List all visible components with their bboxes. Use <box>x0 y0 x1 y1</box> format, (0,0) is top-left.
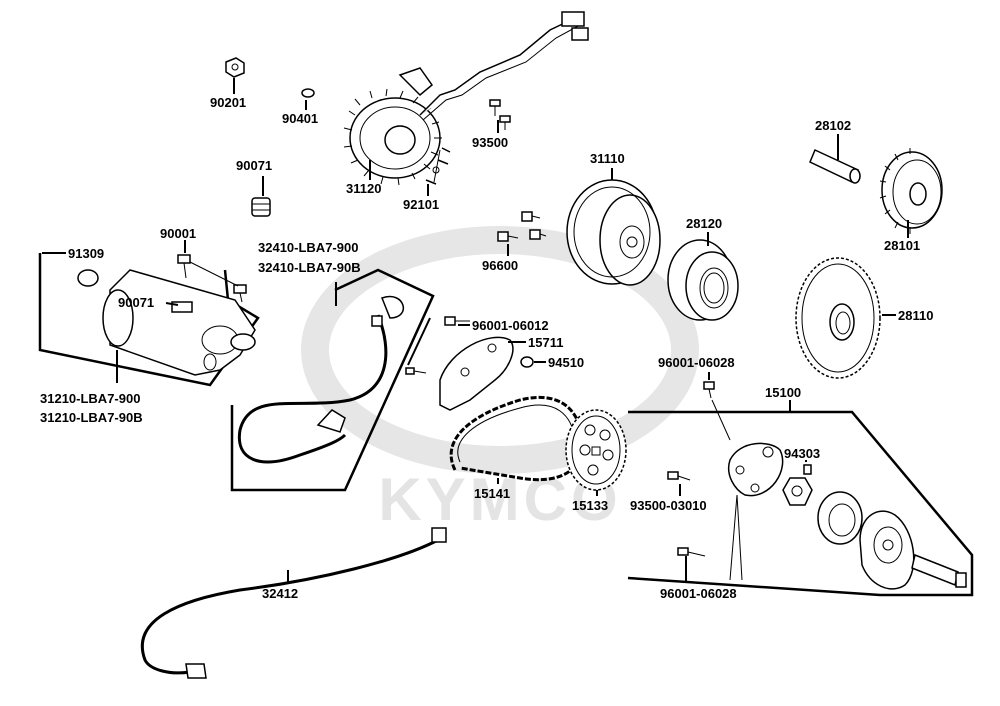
pump-body-part <box>859 510 915 590</box>
driven-gear-28110-part <box>795 257 881 379</box>
label-32412: 32412 <box>262 586 298 601</box>
label-15100: 15100 <box>765 385 801 400</box>
label-96001-06028-top: 96001-06028 <box>658 355 735 370</box>
label-32410-90b: 32410-LBA7-90B <box>258 260 361 275</box>
bolt-96001-06028-upper-part <box>703 381 715 399</box>
cable-group-outline <box>230 268 435 492</box>
label-93500-03010: 93500-03010 <box>630 498 707 513</box>
bolt-96001-06028-lower-part <box>677 547 706 557</box>
label-28102: 28102 <box>815 118 851 133</box>
oring-91309-part <box>77 269 99 287</box>
label-28110: 28110 <box>898 308 933 323</box>
screw-96600-part <box>497 211 547 242</box>
label-28101: 28101 <box>884 238 920 253</box>
bolt-96001-06012-part <box>405 316 470 375</box>
label-15711: 15711 <box>528 335 563 350</box>
outer-rotor-part <box>817 491 863 545</box>
bolt-93500-03010-part <box>667 471 691 481</box>
flywheel-31110-part <box>566 179 661 286</box>
inner-rotor-part <box>782 477 813 506</box>
label-90401: 90401 <box>282 111 318 126</box>
clip-94510-part <box>520 356 534 368</box>
label-96001-06012: 96001-06012 <box>472 318 549 333</box>
label-90001: 90001 <box>160 226 196 241</box>
label-90201: 90201 <box>210 95 246 110</box>
clamp-92101-part <box>425 147 451 185</box>
nut-90201-part <box>225 57 245 78</box>
chain-15141-part <box>449 395 584 482</box>
chain-guide-15711-part <box>439 336 514 411</box>
label-91309: 91309 <box>68 246 104 261</box>
oil-pump-group-outline <box>627 410 974 597</box>
cable-32412-part <box>140 527 447 679</box>
label-31210-90b: 31210-LBA7-90B <box>40 410 143 425</box>
label-92101: 92101 <box>403 197 439 212</box>
label-31210-900: 31210-LBA7-900 <box>40 391 140 406</box>
label-96001-06028-bottom: 96001-06028 <box>660 586 737 601</box>
label-32410-900: 32410-LBA7-900 <box>258 240 358 255</box>
plug-90071-part <box>251 197 271 217</box>
label-31120: 31120 <box>346 181 381 196</box>
label-93500: 93500 <box>472 135 508 150</box>
label-94510: 94510 <box>548 355 584 370</box>
bolt-90001-part <box>177 254 247 303</box>
label-94303: 94303 <box>784 446 820 461</box>
starter-motor-31210-part <box>102 269 256 376</box>
shaft-28102-part <box>809 148 861 184</box>
label-96600: 96600 <box>482 258 518 273</box>
oil-pump-plate-part <box>728 442 784 497</box>
label-90071-starter: 90071 <box>118 295 154 310</box>
washer-90401-part <box>301 88 315 98</box>
screw-93500-part <box>489 99 511 130</box>
starter-cable-32410-part <box>237 295 405 464</box>
pump-shaft-part <box>911 553 967 588</box>
gear-28101-part <box>879 148 943 234</box>
sprocket-15133-part <box>565 409 627 491</box>
stator-31120-part <box>343 11 589 186</box>
label-15133: 15133 <box>572 498 608 513</box>
label-28120: 28120 <box>686 216 722 231</box>
label-15141: 15141 <box>474 486 510 501</box>
pin-94303-part <box>803 464 812 475</box>
label-31110: 31110 <box>590 151 625 166</box>
clutch-28120-part <box>667 239 739 321</box>
label-90071-top: 90071 <box>236 158 272 173</box>
